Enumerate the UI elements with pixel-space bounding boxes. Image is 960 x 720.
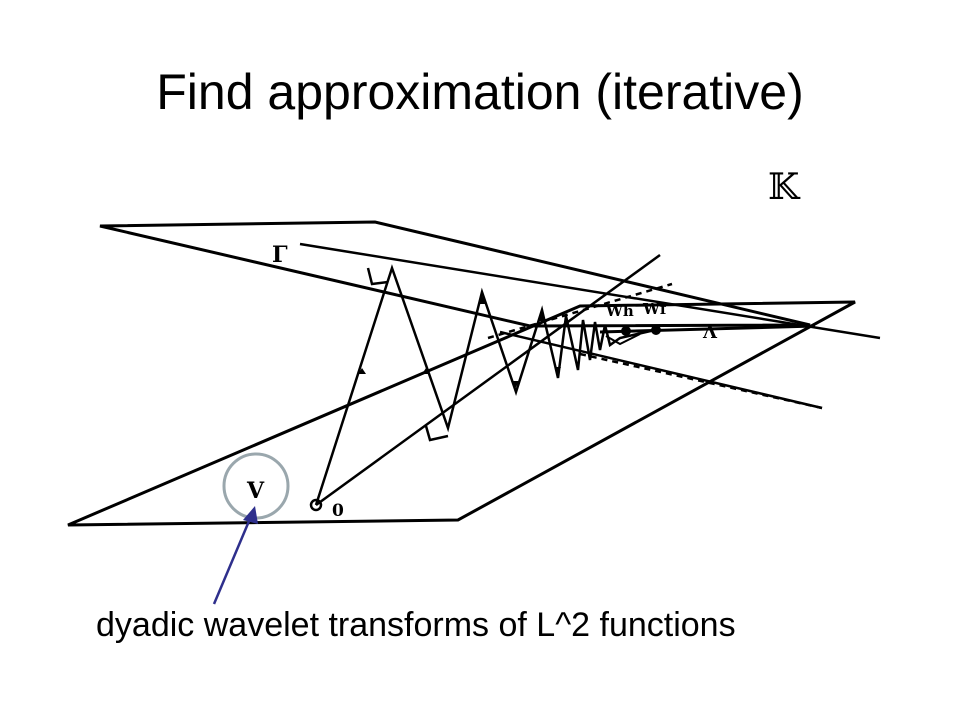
arrowheads: [358, 296, 561, 389]
point-wf-label: Wf: [642, 300, 668, 318]
line-lower-right: [499, 330, 823, 410]
line-through-intersection: [299, 242, 881, 340]
point-wh: [621, 326, 631, 336]
origin-point: [309, 498, 323, 512]
lambda-label: Λ: [702, 322, 718, 343]
slide-caption: dyadic wavelet transforms of L^2 functio…: [96, 606, 736, 644]
caption-pointer-arrow: [212, 513, 254, 605]
dashed-line-upper: [487, 282, 673, 340]
dashed-line-lower: [579, 352, 823, 410]
caption-pointer-arrowhead: [243, 506, 258, 524]
line-from-origin: [315, 253, 661, 507]
plane-v-label: V: [246, 478, 265, 504]
origin-label: 0: [332, 501, 344, 521]
slide-title: Find approximation (iterative): [156, 64, 804, 120]
plane-v: [67, 300, 856, 527]
plane-gamma-label: Γ: [272, 242, 288, 268]
right-angle-marker-1: [366, 267, 389, 286]
set-k-label: 𝕂: [768, 167, 800, 208]
point-wh-label: Wh: [605, 302, 634, 320]
point-wf: [651, 325, 661, 335]
right-angle-marker-3: [605, 333, 641, 346]
line-lambda: [599, 324, 816, 334]
right-angle-marker-2: [424, 425, 449, 442]
